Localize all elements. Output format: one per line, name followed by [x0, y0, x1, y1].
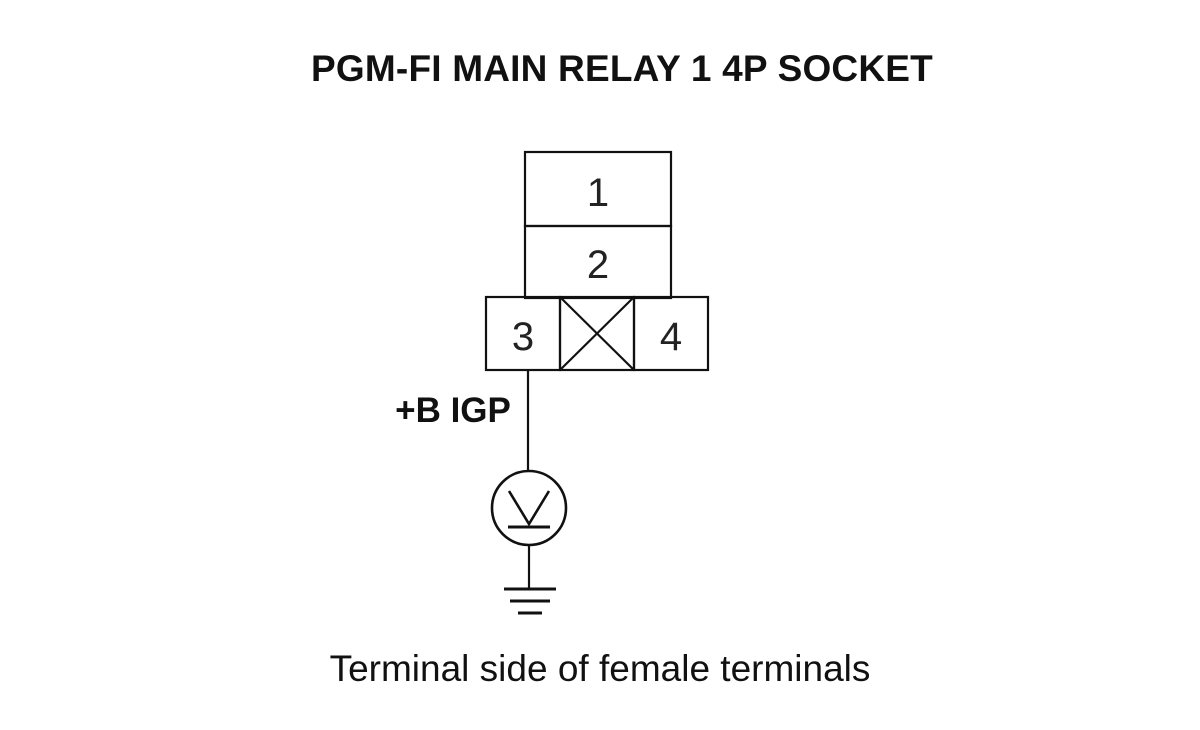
diagram-title: PGM-FI MAIN RELAY 1 4P SOCKET	[311, 48, 933, 89]
caption: Terminal side of female terminals	[329, 648, 871, 689]
pin-4-cell	[632, 295, 710, 372]
pin-4-label: 4	[660, 315, 682, 359]
connector-body	[484, 150, 710, 372]
pin-1-label: 1	[587, 171, 609, 215]
ground-icon	[504, 587, 556, 615]
pin-3-label: 3	[512, 315, 534, 359]
wire-label: +B IGP	[395, 391, 511, 430]
voltmeter-icon	[490, 469, 568, 547]
unused-cavity-x-icon	[559, 296, 635, 371]
pin-2-label: 2	[587, 243, 609, 287]
